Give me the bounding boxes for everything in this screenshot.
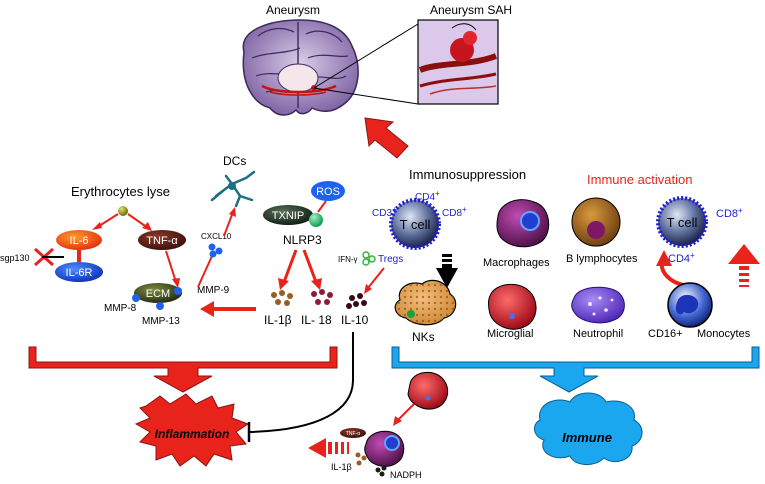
- il6-ellipse: [56, 230, 102, 250]
- ifn-ball-icon: [362, 251, 376, 266]
- ecm-label: ECM: [146, 288, 170, 300]
- il1b-label: IL-1β: [264, 313, 292, 327]
- il1b-dots-icon: [271, 290, 293, 306]
- tnf-label: TNF-α: [146, 235, 178, 247]
- b-lymphocytes-label: B lymphocytes: [566, 253, 638, 265]
- nadph-dots-icon: [375, 465, 387, 477]
- il18-dots-icon: [311, 289, 333, 305]
- arrow-microglial-to-macrophage: [397, 403, 415, 421]
- ecm-ellipse: [134, 283, 182, 303]
- monocytes-label: Monocytes: [697, 328, 751, 340]
- il10-dots-icon: [346, 293, 367, 309]
- nlrp3-label: NLRP3: [283, 233, 322, 247]
- immunosuppression-label: Immunosuppression: [409, 167, 526, 182]
- bottom-macrophage-icon: [364, 430, 405, 467]
- cd16-label: CD16+: [648, 328, 683, 340]
- cxcl10-label: CXCL10: [201, 232, 232, 241]
- mmp-ball-icon: [132, 294, 140, 302]
- ros-label: ROS: [316, 186, 340, 198]
- arrow-tnf-to-ecm: [165, 250, 177, 283]
- dcs-label: DCs: [223, 154, 246, 168]
- dendritic-cell-icon: [210, 170, 256, 208]
- il10-label: IL-10: [341, 313, 369, 327]
- tcell-right-label: T cell: [667, 215, 698, 230]
- bottom-microglial-icon: [407, 371, 449, 410]
- tnf-small-label: TNF-α: [346, 431, 360, 437]
- cxcl10-ball-icon: [208, 243, 216, 251]
- arrow-cxcl10-to-dcs: [223, 211, 234, 237]
- macrophage-icon: [496, 199, 550, 248]
- mmp-ball-icon: [174, 287, 182, 295]
- sgp130-block-icon: [34, 247, 64, 267]
- b-lymphocyte-icon: [571, 197, 621, 247]
- il6-label: IL-6: [70, 235, 89, 247]
- txnip-ellipse: [263, 205, 313, 225]
- il6r-label: IL-6R: [66, 267, 93, 279]
- il18-label: IL- 18: [301, 313, 332, 327]
- mmp-ball-icon: [156, 302, 164, 310]
- neutrophil-icon: [571, 286, 625, 324]
- brain-illustration: [242, 19, 359, 116]
- tregs-label: Tregs: [378, 254, 403, 265]
- left-striped-arrow: [308, 438, 349, 458]
- red-bracket: [28, 346, 338, 393]
- cd4-right-label: CD4+: [668, 251, 695, 265]
- down-arrow-black: [436, 254, 458, 288]
- tcell-left-label: T cell: [400, 217, 431, 232]
- nks-label: NKs: [412, 330, 435, 344]
- ifn-label: IFN-γ: [338, 255, 358, 264]
- microglial-label: Microglial: [487, 328, 533, 340]
- txnip-label: TXNIP: [272, 210, 304, 222]
- cxcl10-ball-icon: [215, 247, 223, 255]
- erythrocyte-ball-icon: [118, 206, 128, 216]
- aneurysm-sah-label: Aneurysm SAH: [430, 3, 512, 17]
- nlrp3-ball-icon: [309, 213, 323, 227]
- monocyte-icon: [667, 282, 713, 328]
- big-red-arrow: [364, 117, 409, 159]
- il6r-ellipse: [55, 262, 103, 282]
- nk-cell-icon: [394, 279, 457, 326]
- il1b-small-label: IL-1β: [331, 462, 352, 472]
- neutrophil-label: Neutrophil: [573, 328, 623, 340]
- tcell-right-icon: T cell: [656, 196, 708, 248]
- macrophages-label: Macrophages: [483, 257, 550, 269]
- blue-bracket: [391, 346, 760, 393]
- il10-inhibition-line: [249, 332, 354, 433]
- mmp13-label: MMP-13: [142, 316, 180, 327]
- arrow-ecm-to-cxcl10: [197, 255, 213, 288]
- cd4-label: CD4+: [415, 189, 440, 203]
- tcell-left-icon: T cell: [389, 198, 441, 250]
- aneurysm-label: Aneurysm: [266, 3, 320, 17]
- immune-cloud: [534, 392, 643, 465]
- nadph-label: NADPH: [390, 470, 422, 480]
- erythrocytes-lyse-label: Erythrocytes lyse: [71, 184, 170, 199]
- microglial-icon: [488, 283, 537, 330]
- up-arrow-red: [728, 244, 760, 287]
- arrow-nlrp3-to-il18: [302, 249, 318, 283]
- arrow-tregs-to-il10: [367, 267, 385, 289]
- aneurysm-sah-inset: [313, 19, 499, 105]
- cd8-label: CD8+: [442, 205, 467, 219]
- immune-label: Immune: [562, 430, 612, 445]
- mmp9-label: MMP-9: [197, 285, 230, 296]
- tnf-ellipse: [138, 230, 186, 250]
- cd3-label: CD3+: [372, 205, 397, 219]
- mmp8-label: MMP-8: [104, 303, 137, 314]
- immune-activation-label: Immune activation: [587, 172, 693, 187]
- cxcl10-ball-icon: [209, 250, 217, 258]
- ros-ellipse: [311, 181, 345, 201]
- arrow-nlrp3-to-il1b: [282, 249, 298, 283]
- sgp130-label: sgp130: [0, 253, 30, 263]
- tnf-small-ellipse: [340, 428, 366, 438]
- il1b-small-dots-icon: [355, 452, 367, 466]
- cd8-right-label: CD8+: [716, 206, 743, 220]
- inflammation-burst: [134, 393, 250, 467]
- inflammation-label: Inflammation: [155, 427, 230, 441]
